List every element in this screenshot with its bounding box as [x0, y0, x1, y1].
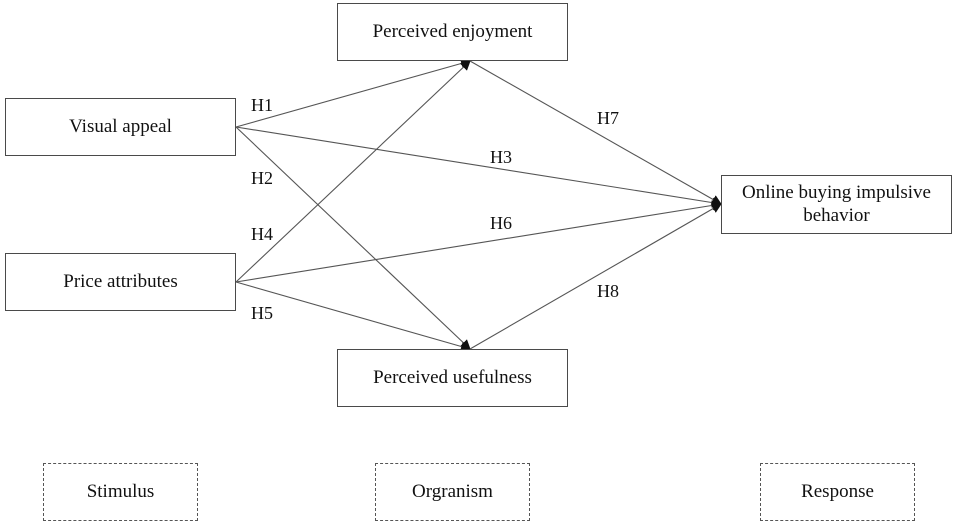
stage-stimulus: Stimulus — [43, 463, 198, 521]
construct-perceived-usefulness-label: Perceived usefulness — [373, 366, 532, 388]
construct-perceived-usefulness: Perceived usefulness — [337, 349, 568, 407]
path-h7 — [469, 60, 722, 205]
hypothesis-label-h8: H8 — [597, 281, 619, 301]
hypothesis-label-h1: H1 — [251, 95, 273, 115]
hypothesis-label-h4: H4 — [251, 224, 273, 244]
construct-price-attributes: Price attributes — [5, 253, 236, 311]
hypothesis-label-h3: H3 — [490, 147, 512, 167]
stage-organism-label: Orgranism — [412, 480, 493, 502]
hypothesis-label-h6: H6 — [490, 213, 512, 233]
path-h8 — [469, 203, 722, 350]
path-h4 — [235, 60, 471, 283]
construct-price-attributes-label: Price attributes — [63, 270, 178, 292]
stage-organism: Orgranism — [375, 463, 530, 521]
hypothesis-label-h5: H5 — [251, 303, 273, 323]
construct-perceived-enjoyment-label: Perceived enjoyment — [372, 20, 533, 42]
construct-impulse-label-line2: behavior — [803, 204, 870, 226]
construct-visual-appeal: Visual appeal — [5, 98, 236, 156]
path-h6 — [235, 200, 722, 283]
stage-response-label: Response — [801, 480, 874, 502]
construct-online-buying-impulsive-behavior: Online buying impulsive behavior — [721, 175, 952, 234]
path-h2 — [235, 126, 471, 350]
hypothesis-label-h7: H7 — [597, 108, 619, 128]
construct-impulse-label-line1: Online buying impulsive — [742, 181, 931, 203]
path-h3 — [235, 126, 722, 208]
hypothesis-label-h2: H2 — [251, 168, 273, 188]
stage-stimulus-label: Stimulus — [86, 480, 155, 502]
stage-response: Response — [760, 463, 915, 521]
path-h5 — [235, 281, 471, 352]
construct-perceived-enjoyment: Perceived enjoyment — [337, 3, 568, 61]
path-h1 — [235, 58, 471, 128]
construct-visual-appeal-label: Visual appeal — [69, 115, 172, 137]
